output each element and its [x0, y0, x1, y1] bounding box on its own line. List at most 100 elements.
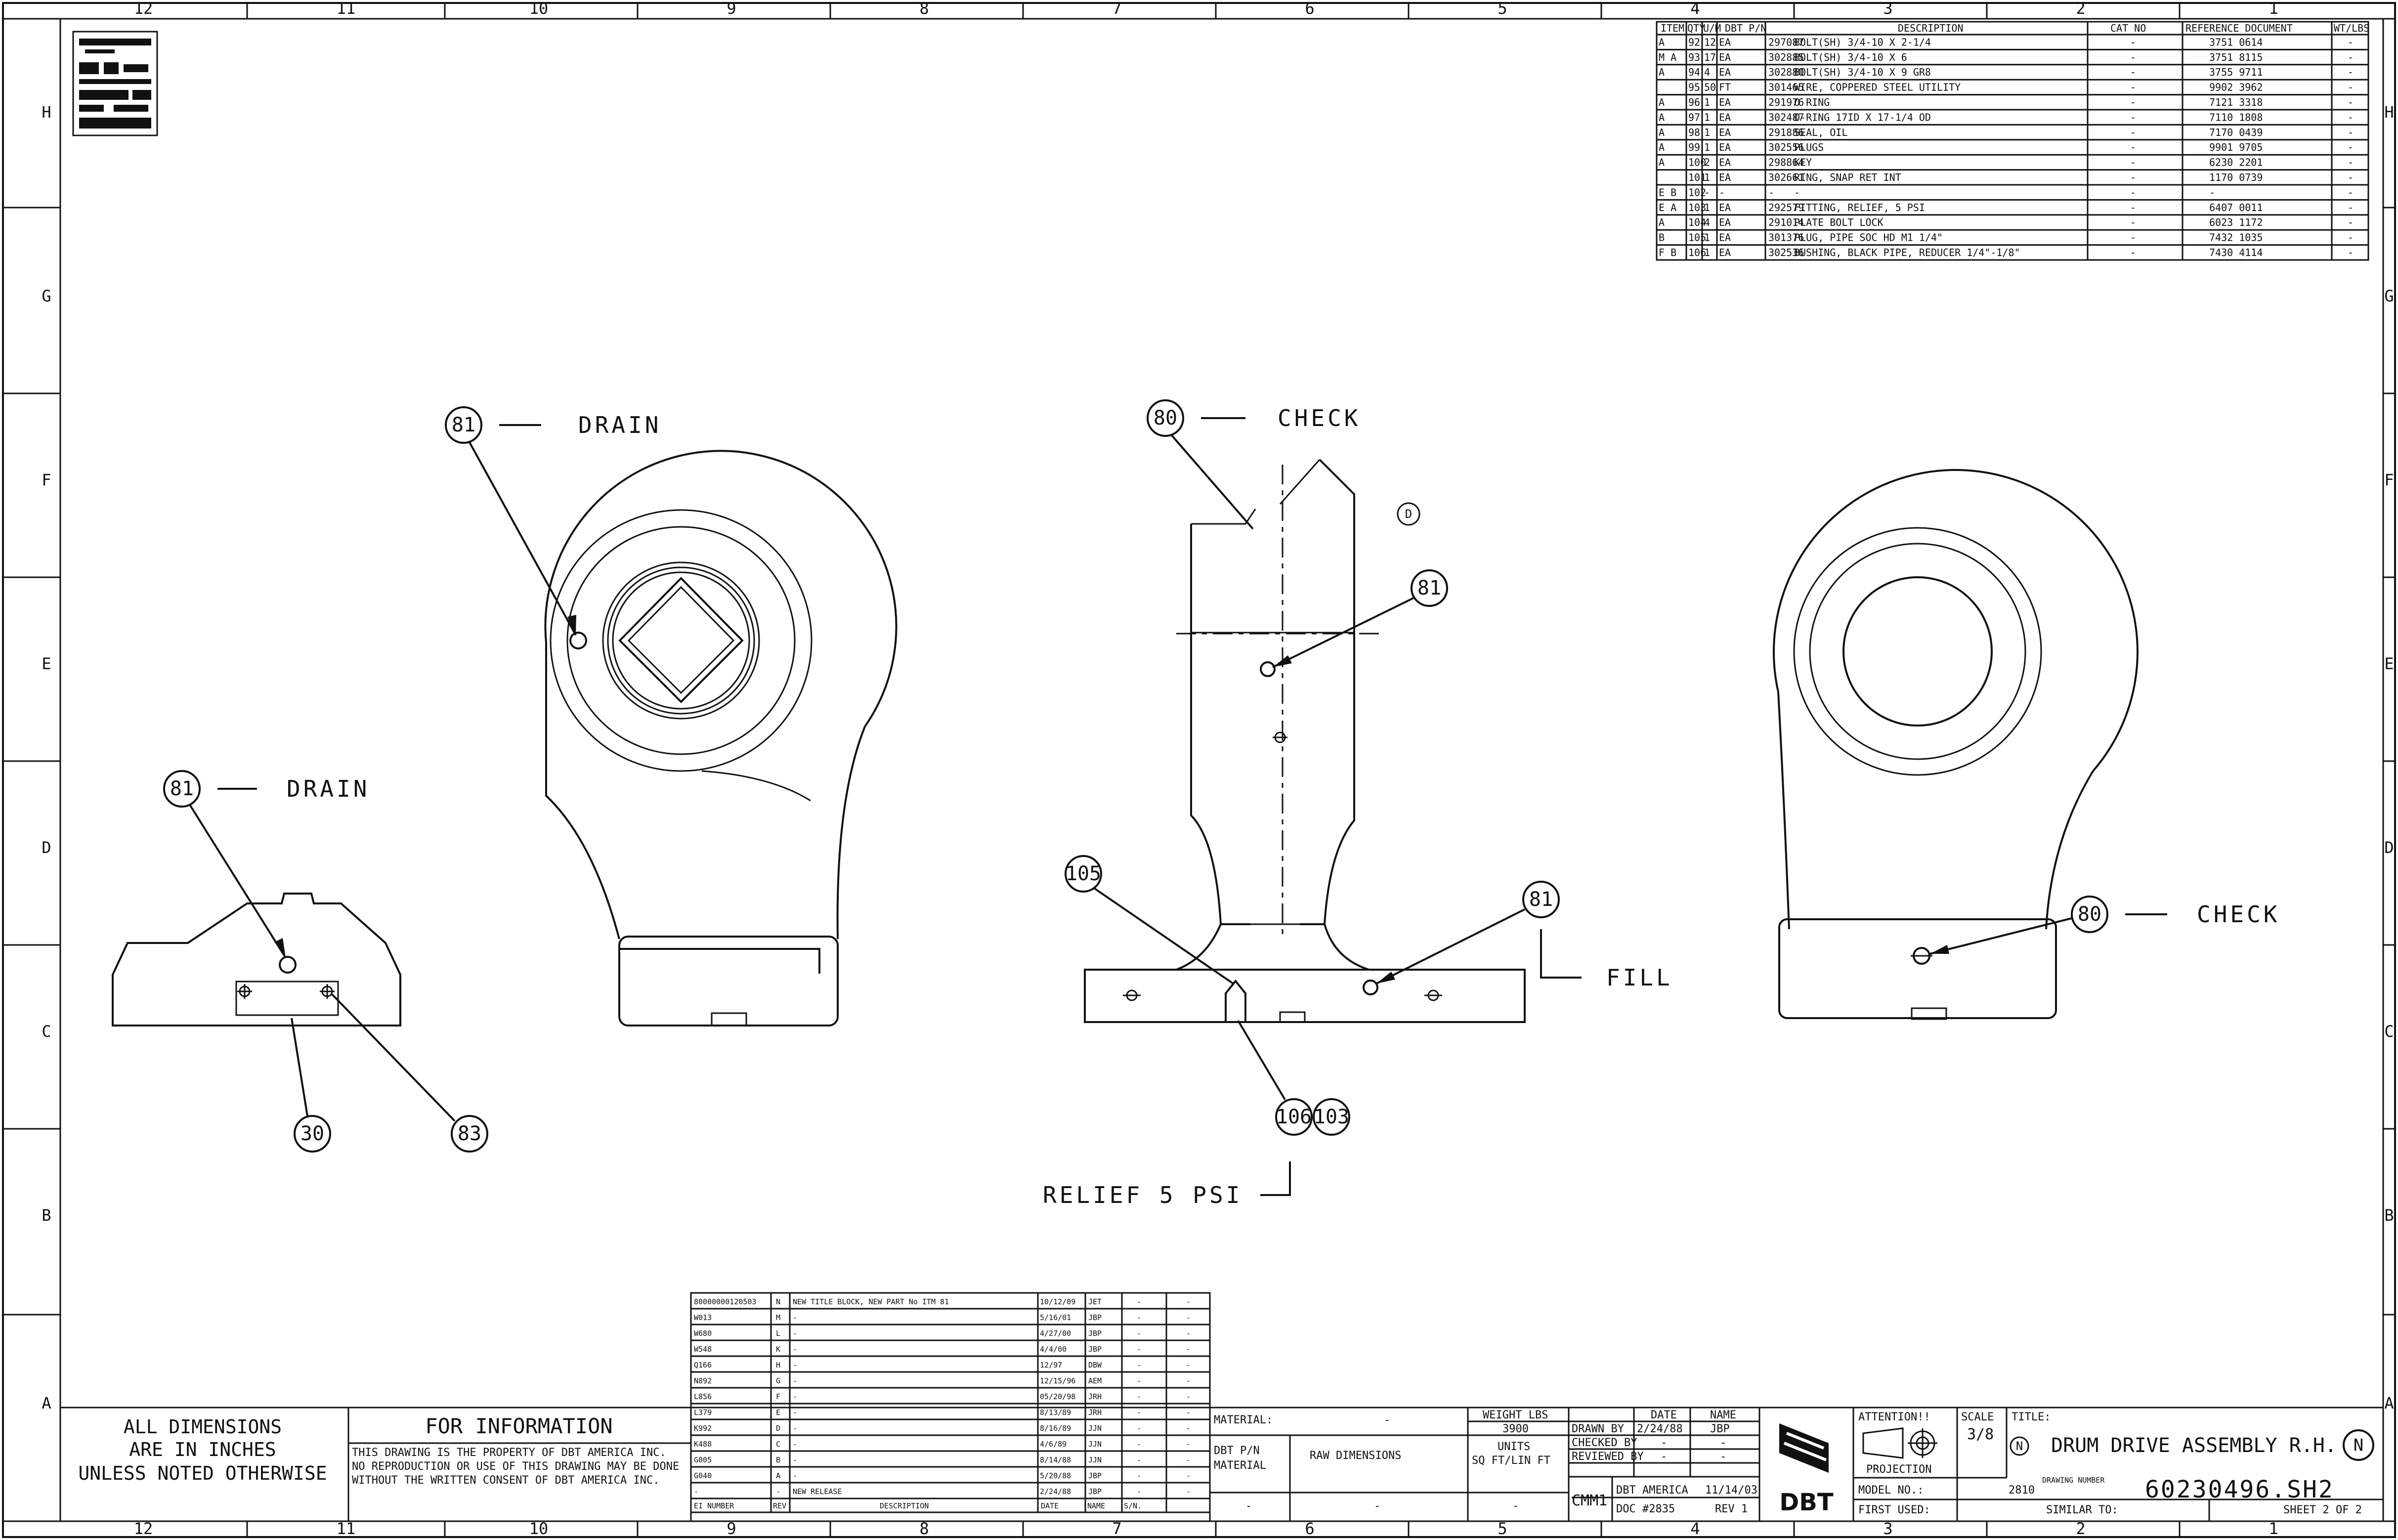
zone-col-label: 6: [1305, 1519, 1314, 1538]
rev-row-name: JJN: [1088, 1424, 1102, 1433]
bom-row-rev-marker: A: [1659, 96, 1665, 108]
callout-81-drain: 81 DRAIN: [445, 406, 658, 636]
bom-row-qty: 1: [1704, 247, 1710, 258]
dbt-material-label: MATERIAL: [1214, 1459, 1266, 1472]
bom-row-wt: -: [2348, 247, 2354, 258]
rev-row-checked: -: [1137, 1376, 1141, 1385]
bom-row-qty: 1: [1704, 111, 1710, 123]
checked-by-label: CHECKED BY: [1572, 1437, 1637, 1449]
scale-label: SCALE: [1961, 1411, 1994, 1423]
bom-row-pn: 302885: [1768, 51, 1804, 63]
rev-row-number: N892: [694, 1376, 712, 1385]
zone-col-label: 4: [1690, 0, 1700, 18]
rev-row-date: 12/97: [1040, 1361, 1062, 1369]
checked-date: -: [1661, 1437, 1667, 1449]
relief-label: RELIEF 5 PSI: [1043, 1182, 1242, 1208]
bom-row-ref: 3751 8115: [2209, 51, 2263, 63]
bom-row-desc: FITTING, RELIEF, 5 PSI: [1794, 202, 1925, 214]
bom-row-cat: -: [2130, 36, 2136, 48]
zone-col-label: 9: [727, 0, 736, 18]
bom-row-cat: -: [2130, 157, 2136, 169]
rev-row-rev: D: [776, 1424, 780, 1433]
bom-row-rev-marker: A: [1659, 157, 1665, 169]
date-header: DATE: [1651, 1409, 1677, 1421]
rev-row-checked: -: [1137, 1345, 1141, 1354]
rev-row-checked: -: [1137, 1440, 1141, 1449]
zone-col-label: 11: [337, 1519, 356, 1538]
bom-row-qty: -: [1704, 186, 1710, 198]
bom-row-ref: 7121 3318: [2209, 96, 2263, 108]
housing-section-view: [1084, 459, 1526, 1023]
bom-row-wt: -: [2348, 111, 2354, 123]
rev-row-number: -: [694, 1487, 698, 1496]
company-name: DBT AMERICA: [1616, 1484, 1688, 1497]
zone-row-label: B: [42, 1206, 51, 1225]
bom-row-wt: -: [2348, 202, 2354, 214]
zone-row-label: D: [2384, 838, 2394, 857]
bom-row-wt: -: [2348, 171, 2354, 183]
rev-row-rev: B: [776, 1455, 780, 1464]
rev-row-desc: -: [793, 1376, 797, 1385]
callout-105: 105: [1065, 855, 1234, 984]
bom-row-desc: BUSHING, BLACK PIPE, REDUCER 1/4"-1/8": [1794, 247, 2020, 258]
rev-row-number: 80000000120503: [694, 1297, 756, 1306]
zone-col-label: 5: [1498, 0, 1507, 18]
bom-row-cat: -: [2130, 232, 2136, 244]
zone-col-label: 8: [919, 1519, 929, 1538]
zone-col-label: 12: [134, 1519, 153, 1538]
rev-row-date-dash: -: [1186, 1361, 1191, 1369]
bom-row-qty: 1: [1704, 127, 1710, 138]
housing-left-view: [544, 450, 898, 1027]
bom-row-ref: 6023 1172: [2209, 216, 2263, 228]
rev-row-name: AEM: [1088, 1376, 1102, 1385]
bom-row-pn: 291976: [1768, 96, 1804, 108]
rev-row-date-dash: -: [1186, 1455, 1191, 1464]
dims-note-line1: ALL DIMENSIONS: [124, 1416, 282, 1438]
callout-ref: 81: [1529, 888, 1553, 911]
rev-row-date: 2/24/88: [1040, 1487, 1071, 1496]
zone-rows-right: H G F E D C B A: [2384, 103, 2394, 1412]
drawing-title: DRUM DRIVE ASSEMBLY R.H.: [2051, 1434, 2337, 1457]
rev-row-desc: -: [793, 1361, 797, 1369]
zone-row-label: B: [2384, 1206, 2394, 1225]
rev-header-name: NAME: [1087, 1501, 1105, 1510]
zone-col-label: 7: [1112, 1519, 1121, 1538]
rev-row-date: 05/20/98: [1040, 1392, 1075, 1401]
bom-row-pn: 297087: [1768, 36, 1804, 48]
reviewed-by-label: REVIEWED BY: [1572, 1451, 1644, 1463]
property-note-line3: WITHOUT THE WRITTEN CONSENT OF DBT AMERI…: [352, 1474, 660, 1487]
rev-row-rev: F: [776, 1392, 780, 1401]
rev-row-name: JRH: [1088, 1408, 1102, 1417]
callout-ref: 106: [1276, 1106, 1312, 1128]
zone-row-label: F: [42, 471, 51, 489]
callout-ref: 105: [1066, 862, 1101, 885]
bom-row-ref: 3755 9711: [2209, 66, 2263, 78]
rev-row-desc: -: [793, 1345, 797, 1354]
bom-row-desc: BOLT(SH) 3/4-10 X 9 GR8: [1794, 66, 1931, 78]
zone-row-label: G: [2384, 287, 2394, 305]
zone-col-label: 11: [337, 0, 356, 18]
bom-row-wt: -: [2348, 51, 2354, 63]
material-value: -: [1384, 1414, 1390, 1426]
rev-row-checked: -: [1137, 1392, 1141, 1401]
bom-row-cat: -: [2130, 96, 2136, 108]
rev-row-rev: C: [776, 1440, 780, 1449]
rev-row-desc: -: [793, 1313, 797, 1322]
rev-header-num: EI NUMBER: [694, 1501, 734, 1510]
bom-row-pn: 302556: [1768, 141, 1804, 153]
zone-col-label: 2: [2076, 0, 2085, 18]
bom-row-desc: BOLT(SH) 3/4-10 X 2-1/4: [1794, 36, 1931, 48]
for-information-label: FOR INFORMATION: [425, 1414, 612, 1438]
bom-row-item: 99: [1688, 141, 1700, 153]
rev-row-rev: M: [776, 1313, 780, 1322]
rev-row-number: W013: [694, 1313, 712, 1322]
bom-row-um: EA: [1719, 216, 1731, 228]
housing-right-view: [1772, 469, 2139, 1020]
scale-value: 3/8: [1967, 1426, 1994, 1443]
bom-row-qty: 50: [1704, 82, 1716, 93]
zone-col-label: 7: [1112, 0, 1121, 18]
callout-81-fill: 81 FILL: [1376, 881, 1670, 991]
callout-label: CHECK: [2197, 901, 2280, 928]
rev-row-date: 4/6/89: [1040, 1440, 1067, 1449]
drawn-date: 2/24/88: [1637, 1423, 1683, 1435]
